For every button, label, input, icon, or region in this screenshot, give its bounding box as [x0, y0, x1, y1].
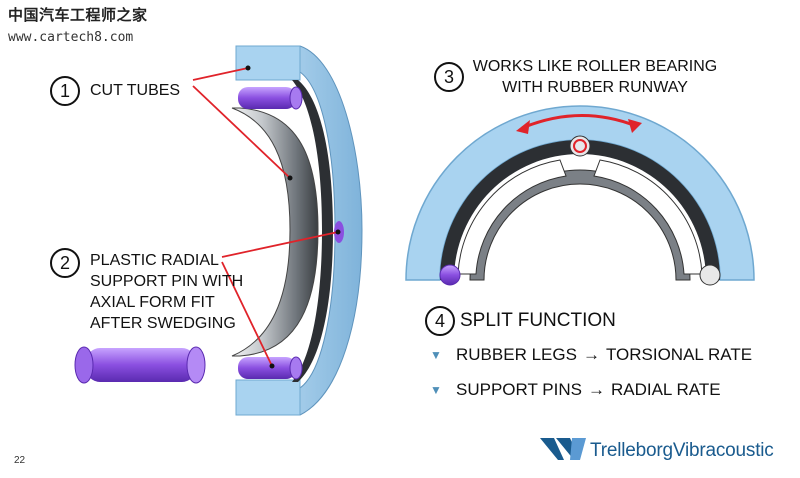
page-number: 22 [14, 455, 26, 466]
loose-support-pin [74, 346, 206, 384]
outer-semi-housing [405, 105, 755, 281]
label-number-2: 2 [50, 248, 80, 278]
end-pin-left [439, 264, 461, 286]
end-pin-right [699, 264, 721, 286]
label-support-pin: PLASTIC RADIAL SUPPORT PIN WITH AXIAL FO… [90, 252, 244, 332]
leader-line-2a [221, 231, 339, 258]
support-pin-bottom [238, 356, 303, 380]
half-bushing [74, 45, 363, 416]
window-slot-right [593, 159, 703, 275]
arrow-right-icon: → [587, 380, 605, 399]
bullet-rubber-legs: ▼ RUBBER LEGS → TORSIONAL RATE [430, 345, 753, 364]
rubber-runway [440, 140, 720, 280]
logo-trelleborg: Trelleborg [590, 440, 673, 461]
watermark-url: www.cartech8.com [8, 30, 134, 45]
leader-line-1a [192, 67, 249, 81]
bullet-support-pins: ▼ SUPPORT PINS → RADIAL RATE [430, 380, 721, 399]
watermark-title: 中国汽车工程师之家 [8, 6, 148, 24]
rotation-arrow [521, 114, 637, 130]
label-number-1: 1 [50, 76, 80, 106]
leader-line-1b [192, 85, 291, 179]
window-slot-left [457, 159, 567, 275]
arrow-right-icon: → [582, 345, 600, 364]
inner-metal-tube [231, 107, 319, 357]
label-cut-tubes: CUT TUBES [90, 82, 181, 99]
label-number-4: 4 [425, 306, 455, 336]
label-number-3: 3 [434, 62, 464, 92]
support-pin-top [238, 86, 303, 110]
bullet-triangle-icon: ▼ [430, 383, 442, 397]
bullet-triangle-icon: ▼ [430, 348, 442, 362]
logo-vibracoustic: Vibracoustic [672, 440, 774, 461]
housing-bottom-face [235, 379, 301, 416]
semicircle-bushing [405, 105, 755, 286]
logo-mark [540, 438, 586, 460]
top-pin [569, 135, 591, 157]
label-roller-bearing: WORKS LIKE ROLLER BEARING WITH RUBBER RU… [472, 58, 718, 96]
rubber-layer [292, 80, 333, 382]
housing-top-face [235, 45, 301, 81]
label-split-function: SPLIT FUNCTION [460, 310, 616, 331]
leader-line-2b [221, 261, 273, 367]
